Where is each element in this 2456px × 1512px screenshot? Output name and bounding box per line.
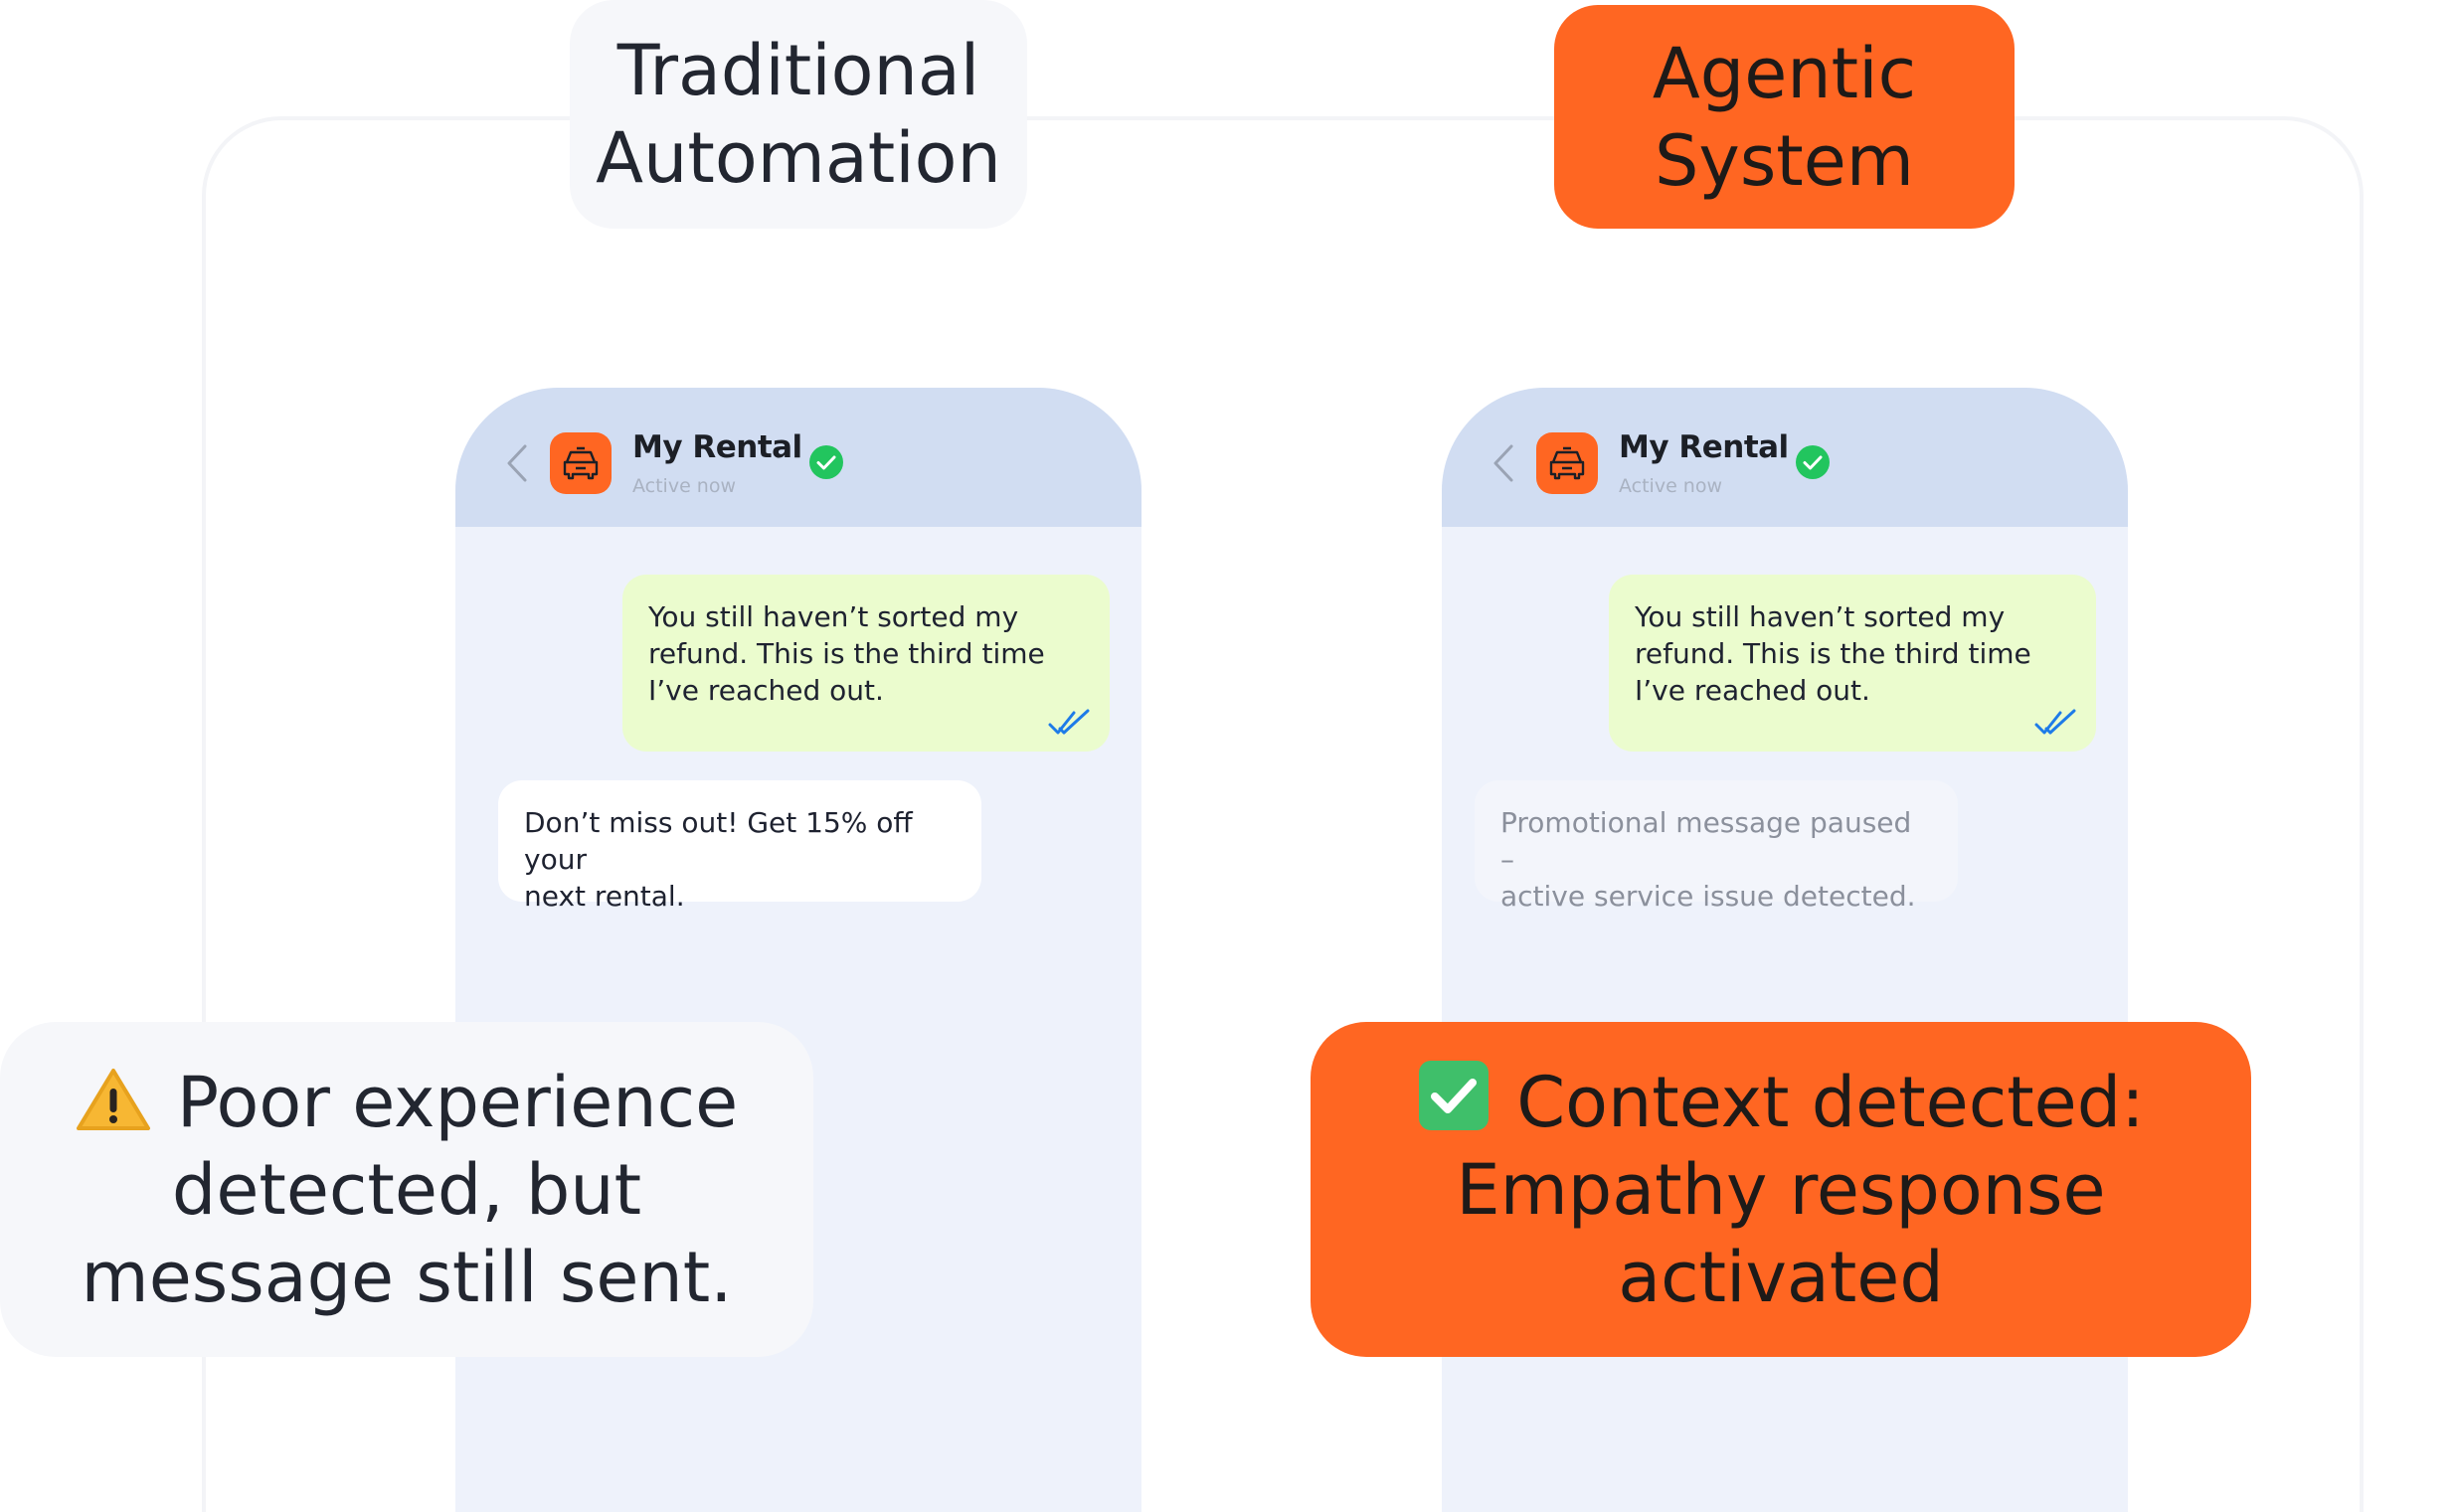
context-detected-callout: Context detected: Empathy response activ… (1311, 1022, 2251, 1357)
app-avatar (550, 432, 612, 494)
app-avatar (1536, 432, 1598, 494)
app-name: My Rental (632, 429, 802, 465)
user-message-bubble: You still haven’t sorted my refund. This… (622, 575, 1110, 752)
paused-message-bubble: Promotional message paused – active serv… (1475, 780, 1958, 913)
double-check-icon (2034, 709, 2076, 735)
chevron-left-icon[interactable] (1491, 443, 1515, 483)
agentic-system-label: Agentic System (1554, 5, 2015, 229)
active-status: Active now (632, 475, 737, 497)
double-check-icon (1048, 709, 1090, 735)
check-circle-icon (809, 445, 843, 479)
warning-icon (76, 1068, 150, 1130)
traditional-phone: My Rental Active now You still haven’t s… (455, 388, 1141, 1512)
comparison-frame (202, 116, 2364, 1512)
chat-header: My Rental Active now (1442, 388, 2128, 527)
active-status: Active now (1619, 475, 1723, 497)
traditional-automation-label: Traditional Automation (570, 0, 1027, 229)
check-box-icon (1419, 1060, 1490, 1130)
car-icon (1549, 446, 1585, 480)
poor-experience-callout: Poor experience detected, but message st… (0, 1022, 813, 1357)
check-circle-icon (1796, 445, 1830, 479)
user-message-bubble: You still haven’t sorted my refund. This… (1609, 575, 2096, 752)
car-icon (563, 446, 599, 480)
app-name: My Rental (1619, 429, 1789, 465)
promo-message-bubble: Don’t miss out! Get 15% off your next re… (498, 780, 981, 913)
chat-header: My Rental Active now (455, 388, 1141, 527)
chevron-left-icon[interactable] (505, 443, 529, 483)
